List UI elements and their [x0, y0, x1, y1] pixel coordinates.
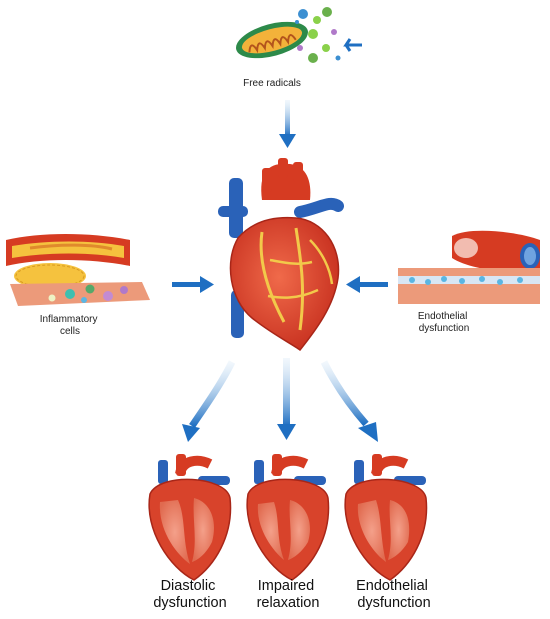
heart-cross-section-endothelial: [344, 454, 428, 581]
inflammatory-cells-label: Inflammatory cells: [40, 314, 101, 337]
arrow-left-to-heart: [346, 276, 388, 293]
arrow-right-to-heart: [172, 276, 214, 293]
arrow-down-to-heart: [279, 100, 296, 148]
inflammatory-tissue-icon: [10, 263, 150, 306]
heart-cross-section-diastolic: [148, 454, 232, 581]
endothelial-dysfunction-label-top: Endothelial dysfunction: [418, 311, 470, 334]
influx-arrow-icon: [343, 38, 362, 52]
arrow-down-center: [277, 358, 296, 440]
free-radicals-label: Free radicals: [243, 78, 301, 89]
outcome-label-diastolic: Diastolic dysfunction: [153, 578, 226, 611]
outcome-label-endothelial: Endothelial dysfunction: [356, 578, 432, 611]
blood-vessel-plaque-icon: [6, 234, 130, 266]
arrow-down-right: [320, 360, 378, 442]
endothelial-vessel-icon: [398, 230, 540, 304]
mitochondrion-icon: [236, 21, 308, 59]
outcome-label-impaired: Impaired relaxation: [257, 578, 320, 611]
heart-illustration: [218, 158, 344, 352]
free-radical-particles: [295, 7, 341, 63]
heart-cross-section-impaired: [246, 454, 330, 581]
arrow-down-left: [182, 360, 236, 442]
